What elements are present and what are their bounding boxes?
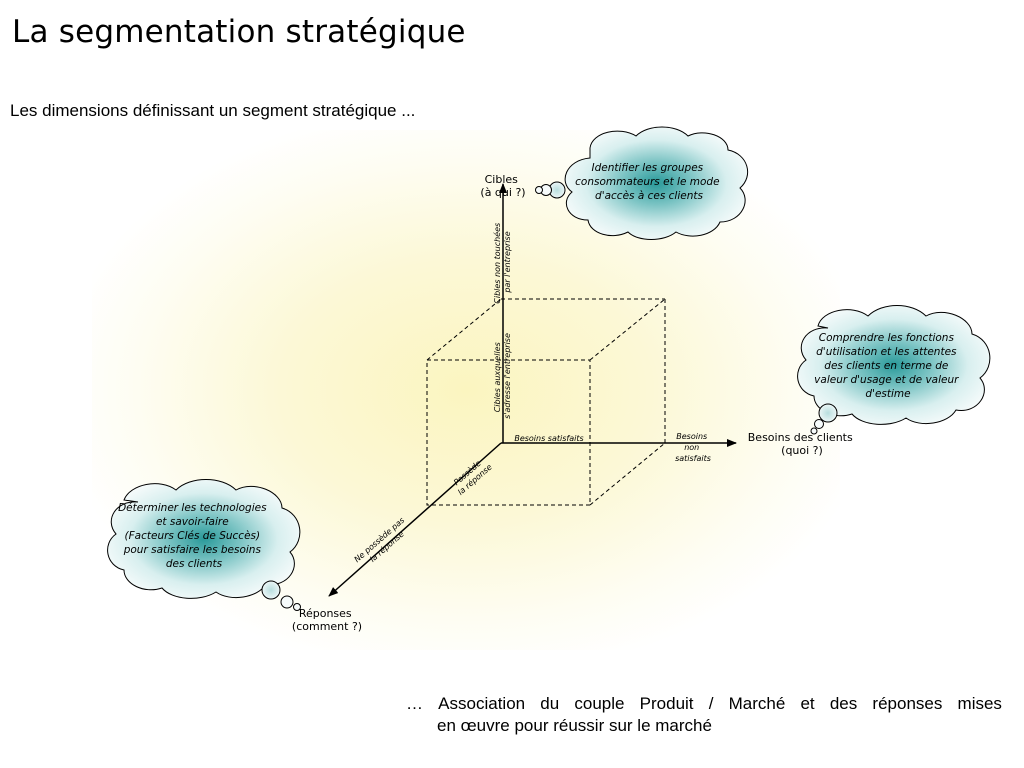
segment-besoins-satisfaits: Besoins satisfaits: [514, 434, 583, 443]
thought-cloud-besoins: Comprendre les fonctions d'utilisation e…: [797, 305, 991, 435]
cloud-reponses-line-5: des clients: [166, 558, 223, 570]
svg-text:Besoins des clients (quoi: Besoins des clients (quoi ?): [748, 431, 856, 457]
footer-word: du: [540, 694, 560, 713]
footer-word: …: [406, 694, 423, 713]
segment-cube: [426, 298, 666, 506]
footer-word: /: [708, 694, 714, 713]
cloud-cibles-line-2: consommateurs et le mode: [575, 176, 719, 188]
axis-label-besoins-sub: (quoi ?): [781, 444, 823, 457]
footer-line-2: en œuvre pour réussir sur le marché: [437, 716, 712, 735]
axis-label-reponses: Réponses: [299, 607, 352, 620]
page-title: La segmentation stratégique: [12, 14, 466, 50]
cloud-reponses-line-2: et savoir-faire: [156, 516, 229, 528]
footer-word: mises: [957, 694, 1002, 713]
cloud-besoins-line-5: d'estime: [865, 388, 910, 400]
svg-text:Déterminer les technologies: Déterminer les technologies et savoir-fa…: [118, 502, 270, 570]
svg-text:Cibles non touchées par l': Cibles non touchées par l'entreprise: [492, 220, 512, 303]
footer-word: Association: [438, 694, 526, 713]
cloud-besoins-line-1: Comprendre les fonctions: [819, 332, 955, 344]
axis-reponses: [328, 442, 502, 597]
footer-line-1: … Association du couple Produit / Marché…: [406, 693, 1002, 715]
footer-word: et: [800, 694, 815, 713]
svg-text:Cibles (à qui ?): Cibles (à qui ?): [480, 173, 525, 199]
segment-cibles-non-touchees-sub: par l'entreprise: [503, 231, 512, 293]
svg-text:Réponses (comment ?): Réponses (comment ?): [292, 607, 362, 633]
footer-word: Marché: [728, 694, 786, 713]
thought-cloud-cibles: Identifier les groupes consommateurs et …: [535, 126, 749, 240]
svg-text:Identifier les groupes c: Identifier les groupes consommateurs et …: [575, 162, 723, 202]
cloud-besoins-line-3: des clients en terme de: [824, 360, 948, 372]
thought-cloud-reponses: Déterminer les technologies et savoir-fa…: [107, 479, 301, 611]
segment-besoins-non-3: satisfaits: [675, 454, 711, 463]
segment-besoins-non-2: non: [684, 443, 699, 452]
axes: [328, 183, 737, 597]
cloud-cibles-line-1: Identifier les groupes: [592, 162, 704, 174]
axis-label-besoins: Besoins des clients: [748, 431, 853, 444]
footer-word: réponses: [872, 694, 943, 713]
footer-word: couple: [574, 694, 625, 713]
cloud-besoins-line-2: d'utilisation et les attentes: [816, 346, 957, 358]
segment-cibles-non-touchees: Cibles non touchées: [492, 223, 502, 304]
footer-caption: … Association du couple Produit / Marché…: [406, 693, 1002, 737]
cloud-reponses-line-1: Déterminer les technologies: [118, 502, 267, 514]
svg-text:Besoins non satisfaits: Besoins non satisfaits: [675, 432, 711, 463]
cloud-besoins-line-4: valeur d'usage et de valeur: [814, 374, 959, 386]
axis-label-cibles-sub: (à qui ?): [480, 186, 525, 199]
svg-text:Comprendre les fonctions: Comprendre les fonctions d'utilisation e…: [814, 332, 962, 400]
segment-cibles-auxquelles-sub: s'adresse l'entreprise: [503, 333, 512, 419]
footer-word: des: [829, 694, 858, 713]
axis-label-cibles: Cibles: [485, 173, 519, 186]
axis-label-reponses-sub: (comment ?): [292, 620, 362, 633]
page-subtitle: Les dimensions définissant un segment st…: [10, 101, 416, 120]
footer-word: Produit: [639, 694, 694, 713]
segment-besoins-non: Besoins: [676, 432, 707, 441]
cloud-reponses-line-4: pour satisfaire les besoins: [123, 544, 262, 556]
cloud-reponses-line-3: (Facteurs Clés de Succès): [125, 530, 261, 542]
cloud-cibles-line-3: d'accès à ces clients: [595, 190, 703, 202]
segment-cibles-auxquelles: Cibles auxquelles: [493, 342, 502, 412]
svg-text:Cibles auxquelles s'adress: Cibles auxquelles s'adresse l'entreprise: [493, 333, 512, 419]
